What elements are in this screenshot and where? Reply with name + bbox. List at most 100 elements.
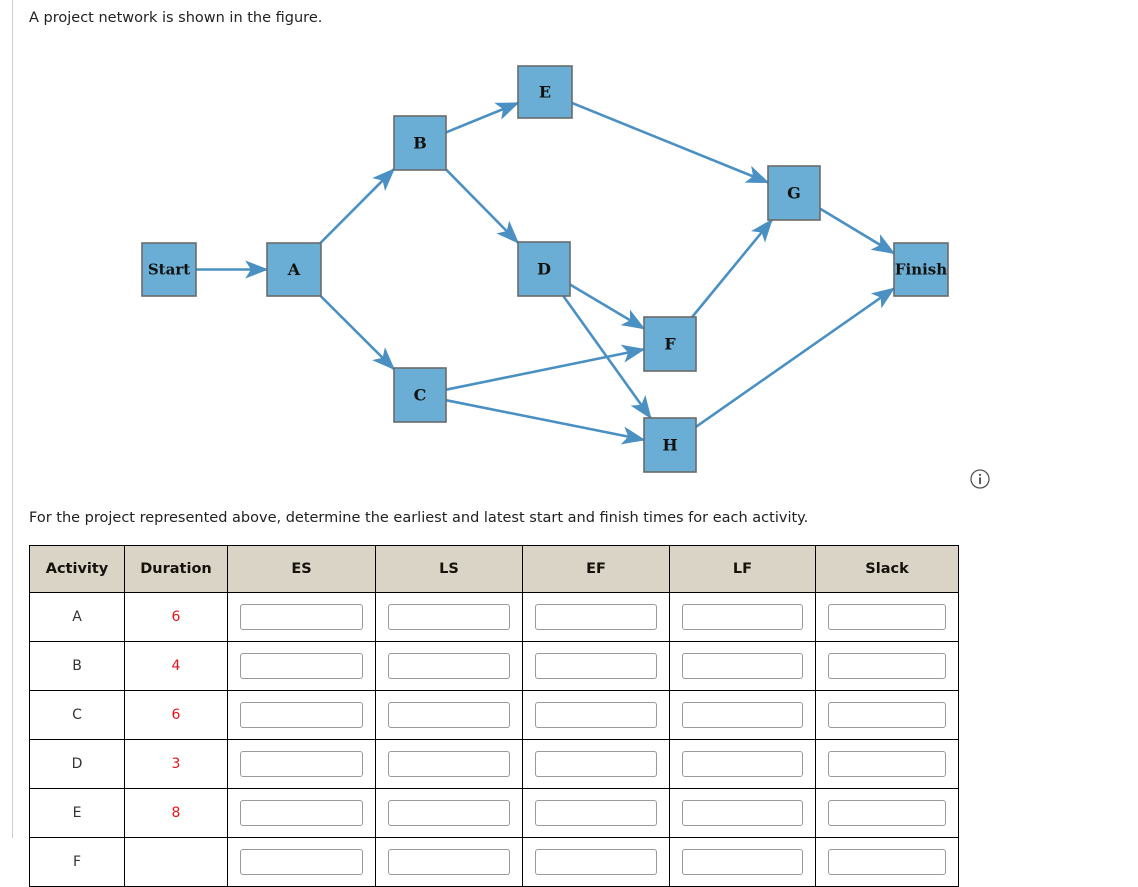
slack-input-c[interactable] — [828, 702, 946, 728]
node-g: G — [767, 165, 821, 221]
column-header-slack: Slack — [815, 545, 959, 593]
cell-lf — [669, 788, 816, 838]
cell-ls — [375, 739, 523, 789]
column-header-lf: LF — [669, 545, 816, 593]
ls-input-f[interactable] — [388, 849, 510, 875]
cell-ef — [522, 739, 670, 789]
cell-activity: F — [29, 837, 125, 887]
cell-es — [227, 788, 376, 838]
cell-duration: 4 — [124, 641, 228, 691]
info-icon[interactable] — [969, 468, 991, 490]
column-header-duration: Duration — [124, 545, 228, 593]
node-c: C — [393, 367, 447, 423]
cell-lf — [669, 690, 816, 740]
cell-es — [227, 592, 376, 642]
node-h: H — [643, 417, 697, 473]
column-header-es: ES — [227, 545, 376, 593]
ls-input-d[interactable] — [388, 751, 510, 777]
es-input-b[interactable] — [240, 653, 363, 679]
es-input-a[interactable] — [240, 604, 363, 630]
cell-duration: 8 — [124, 788, 228, 838]
slack-input-b[interactable] — [828, 653, 946, 679]
edge-e-to-g — [571, 101, 770, 184]
node-finish: Finish — [893, 242, 949, 297]
cell-es — [227, 641, 376, 691]
node-box-start — [141, 242, 197, 297]
cell-ls — [375, 592, 523, 642]
edge-g-to-finish — [819, 207, 896, 255]
cell-ls — [375, 641, 523, 691]
es-input-e[interactable] — [240, 800, 363, 826]
node-box-f — [643, 316, 697, 372]
question-intro-text: A project network is shown in the figure… — [29, 10, 323, 26]
node-box-b — [393, 115, 447, 171]
cell-slack — [815, 690, 959, 740]
column-header-ls: LS — [375, 545, 523, 593]
cell-ef — [522, 788, 670, 838]
es-input-c[interactable] — [240, 702, 363, 728]
node-b: B — [393, 115, 447, 171]
node-label-e: E — [539, 83, 551, 102]
slack-input-d[interactable] — [828, 751, 946, 777]
edge-a-to-c — [319, 295, 396, 371]
slack-input-f[interactable] — [828, 849, 946, 875]
column-header-activity: Activity — [29, 545, 125, 593]
node-a: A — [266, 242, 322, 297]
ef-input-d[interactable] — [535, 751, 657, 777]
node-label-h: H — [662, 436, 677, 455]
cell-ef — [522, 592, 670, 642]
table-header-row: Activity Duration ES LS EF LF Slack — [29, 545, 959, 593]
node-box-h — [643, 417, 697, 473]
ls-input-e[interactable] — [388, 800, 510, 826]
ls-input-c[interactable] — [388, 702, 510, 728]
node-box-d — [517, 241, 571, 297]
cell-slack — [815, 739, 959, 789]
lf-input-e[interactable] — [682, 800, 803, 826]
cell-es — [227, 837, 376, 887]
slack-input-a[interactable] — [828, 604, 946, 630]
cell-slack — [815, 641, 959, 691]
cell-duration — [124, 837, 228, 887]
ef-input-a[interactable] — [535, 604, 657, 630]
cell-slack — [815, 788, 959, 838]
slack-input-e[interactable] — [828, 800, 946, 826]
es-input-f[interactable] — [240, 849, 363, 875]
node-label-d: D — [537, 260, 551, 279]
question-page: A project network is shown in the figure… — [29, 10, 991, 887]
cell-slack — [815, 837, 959, 887]
cell-activity: A — [29, 592, 125, 642]
ls-input-b[interactable] — [388, 653, 510, 679]
ef-input-b[interactable] — [535, 653, 657, 679]
ef-input-f[interactable] — [535, 849, 657, 875]
cell-es — [227, 690, 376, 740]
node-e: E — [517, 65, 573, 119]
node-box-a — [266, 242, 322, 297]
content-pane-left-rule — [12, 0, 13, 838]
lf-input-c[interactable] — [682, 702, 803, 728]
cell-ef — [522, 837, 670, 887]
es-input-d[interactable] — [240, 751, 363, 777]
node-label-b: B — [413, 134, 427, 153]
lf-input-f[interactable] — [682, 849, 803, 875]
cell-lf — [669, 592, 816, 642]
ls-input-a[interactable] — [388, 604, 510, 630]
node-label-finish: Finish — [895, 261, 947, 279]
lf-input-d[interactable] — [682, 751, 803, 777]
ef-input-c[interactable] — [535, 702, 657, 728]
edge-b-to-e — [445, 101, 520, 134]
edge-h-to-finish — [695, 287, 896, 428]
ef-input-e[interactable] — [535, 800, 657, 826]
node-label-a: A — [287, 260, 301, 279]
node-box-c — [393, 367, 447, 423]
node-start: Start — [141, 242, 197, 297]
lf-input-a[interactable] — [682, 604, 803, 630]
lf-input-b[interactable] — [682, 653, 803, 679]
cell-slack — [815, 592, 959, 642]
